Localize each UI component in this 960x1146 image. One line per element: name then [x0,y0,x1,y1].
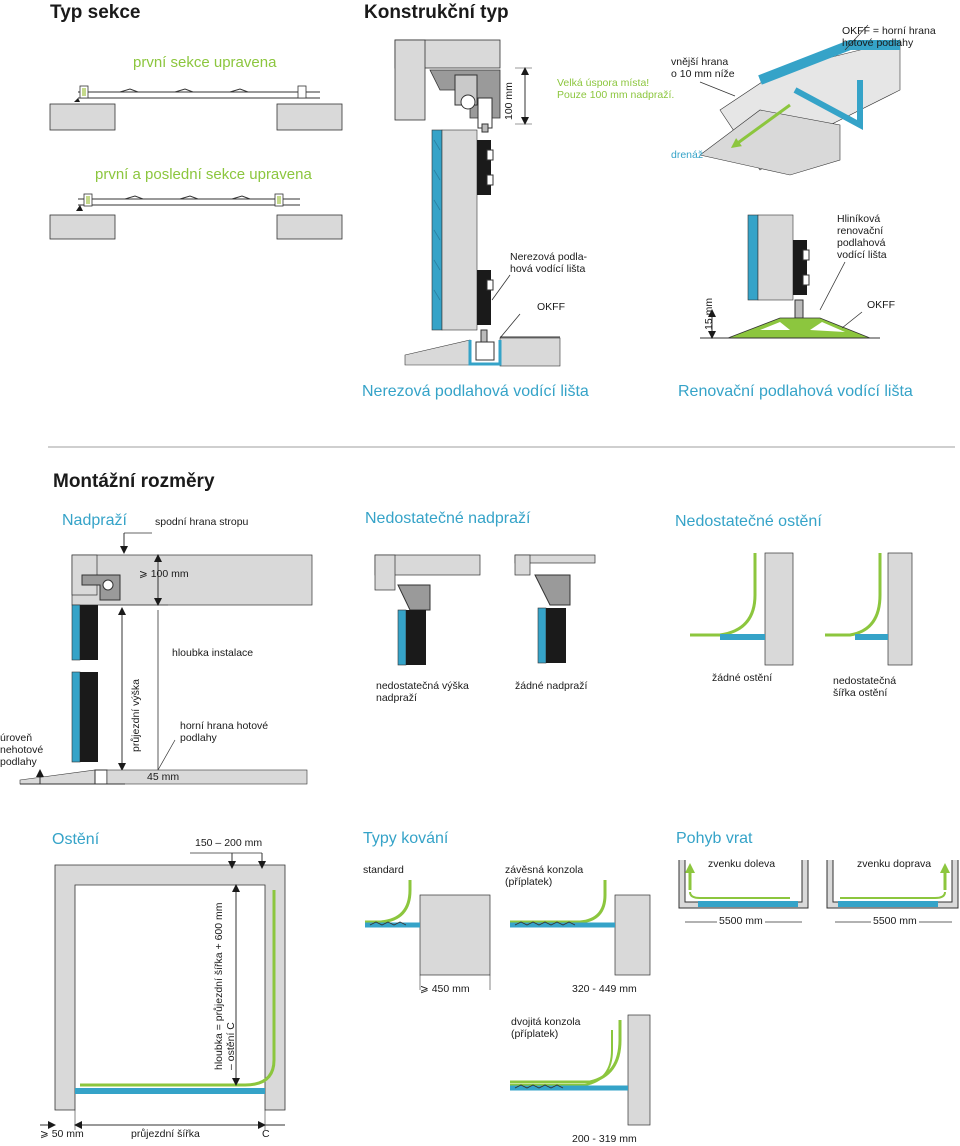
label-double-1: dvojitá konzola [511,1016,581,1028]
fitting-hanging-drawing [510,880,651,976]
caption-first-modified: první sekce upravena [133,54,277,71]
label-standard: standard [363,864,404,876]
label-passage-height: průjezdní výška [130,679,142,752]
note-outer-edge-2: o 10 mm níže [671,68,735,80]
fitting-standard-drawing [365,880,491,990]
label-c: C [262,1128,270,1140]
label-passage-width: průjezdní šířka [131,1128,200,1140]
insufficient-header-drawing-2 [514,554,596,664]
label-ceiling-edge: spodní hrana stropu [155,516,249,528]
drain-perspective-drawing [699,24,901,176]
insufficient-jamb-drawing-2 [825,552,913,666]
section-drawing-first-last [49,193,343,240]
label-okff-left: OKFF [537,301,565,313]
label-outside-left: zvenku doleva [708,858,776,870]
subtitle-door-movement: Pohyb vrat [676,830,753,847]
label-no-header: žádné nadpraží [515,680,588,692]
dim-200-319mm: 200 - 319 mm [572,1133,637,1145]
title-construction-type: Konstrukční typ [364,2,509,23]
label-hanging-2: (příplatek) [505,876,553,888]
label-steel-rail-1: Nerezová podla- [510,251,588,263]
label-depth-formula-2: – ostění C [225,1022,237,1070]
note-space-saving-1: Velká úspora místa! [557,77,650,89]
subtitle-insufficient-header: Nedostatečné nadpraží [365,510,531,527]
label-hanging-1: závěsná konzola [505,864,584,876]
label-double-2: (příplatek) [511,1028,559,1040]
label-insufficient-width-2: šířka ostění [833,687,888,699]
note-outer-edge-1: vnější hrana [671,56,729,68]
movement-left-drawing [678,860,809,923]
label-outside-right: zvenku doprava [857,858,932,870]
label-steel-rail-2: hová vodící lišta [510,263,586,275]
subtitle-header: Nadpraží [62,512,127,529]
label-unfinished-floor-2: nehotové [0,744,44,756]
dim-min-450mm: ⩾ 450 mm [420,983,470,995]
label-alu-rail-2: renovační [837,225,884,237]
insufficient-header-drawing-1 [374,554,481,666]
subtitle-fitting-types: Typy kování [363,830,449,847]
label-insufficient-height-2: nadpraží [376,692,417,704]
dim-5500-left: 5500 mm [717,915,765,928]
label-drain: drenáž [671,149,704,161]
title-mounting-dimensions: Montážní rozměry [53,471,215,492]
label-unfinished-floor-1: úroveň [0,732,33,744]
label-alu-rail-4: vodící lišta [837,249,887,261]
label-alu-rail-3: podlahová [837,237,886,249]
title-section-type: Typ sekce [50,2,141,23]
label-no-jamb: žádné ostění [712,672,773,684]
label-insufficient-height-1: nedostatečná výška [376,680,469,692]
label-okff-right: OKFF [867,299,895,311]
dim-5500-right: 5500 mm [871,915,919,928]
dim-150-200mm: 150 – 200 mm [195,837,263,849]
subtitle-insufficient-jamb: Nedostatečné ostění [675,513,822,530]
label-unfinished-floor-3: podlahy [0,756,37,768]
insufficient-jamb-drawing-1 [690,552,794,666]
label-insufficient-width-1: nedostatečná [833,675,897,687]
label-floor-top-2: podlahy [180,732,217,744]
fitting-double-drawing [510,1014,651,1126]
label-install-depth: hloubka instalace [172,647,254,659]
subtitle-jamb: Ostění [52,831,100,848]
door-panel-steel [404,123,561,367]
dim-min-50mm: ⩾ 50 mm [40,1128,84,1140]
label-alu-rail-1: Hliníková [837,213,881,225]
door-panel-renovation [700,214,880,339]
caption-steel-rail: Nerezová podlahová vodící lišta [362,383,589,400]
jamb-plan-drawing [40,852,286,1130]
note-okff-definition-1: OKFF = horní hrana [842,25,936,37]
dim-15mm: 15 mm [703,297,715,330]
label-floor-top-1: horní hrana hotové [180,720,269,732]
caption-renovation-rail: Renovační podlahová vodící lišta [678,383,913,400]
section-drawing-first [49,85,343,131]
header-mounting-drawing [19,532,313,785]
caption-first-last-modified: první a poslední sekce upravena [95,166,312,183]
movement-right-drawing [826,860,959,923]
dim-min-100mm: ⩾ 100 mm [139,568,189,580]
dim-320-449mm: 320 - 449 mm [572,983,637,995]
note-okff-definition-2: hotové podlahy [842,37,914,49]
dim-100mm: 100 mm [503,82,515,120]
construction-top-drawing [394,39,532,129]
note-space-saving-2: Pouze 100 mm nadpraží. [557,89,675,101]
label-depth-formula: hloubka = průjezdní šířka + 600 mm [213,902,225,1070]
dim-45mm: 45 mm [147,771,180,783]
